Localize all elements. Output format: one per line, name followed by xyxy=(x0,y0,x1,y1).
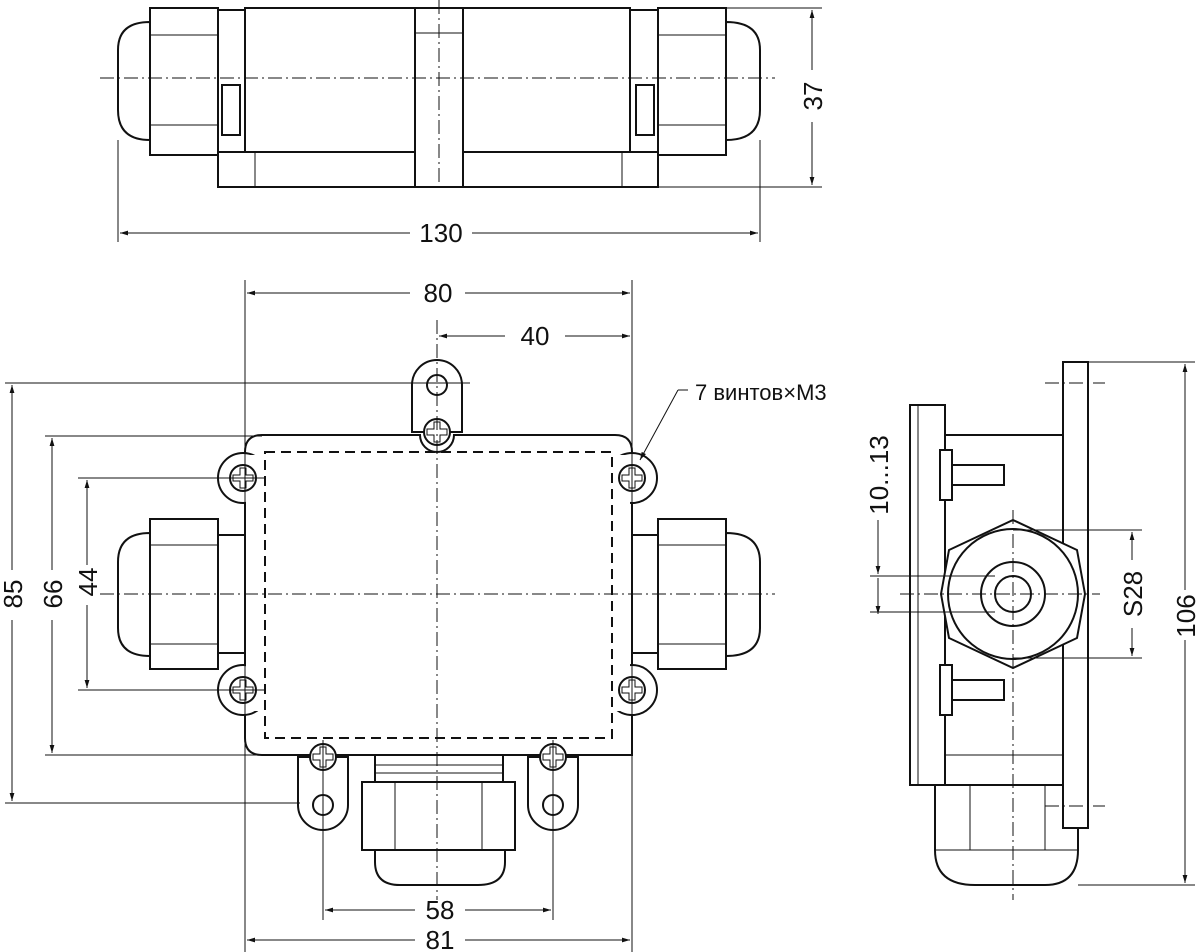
dim-40: 40 xyxy=(521,321,550,351)
screws-note: 7 винтов×M3 xyxy=(695,380,827,405)
top-view: 130 37 xyxy=(100,0,828,248)
front-view: 80 40 85 66 44 58 81 7 винтов×M3 xyxy=(0,278,827,952)
dim-37: 37 xyxy=(798,82,828,111)
dim-81: 81 xyxy=(426,925,455,952)
dim-80: 80 xyxy=(424,278,453,308)
dim-130: 130 xyxy=(419,218,462,248)
dim-44: 44 xyxy=(73,568,103,597)
dim-s28: S28 xyxy=(1118,571,1148,617)
side-view: 106 S28 10...13 xyxy=(864,361,1200,900)
dim-58: 58 xyxy=(426,895,455,925)
dim-106: 106 xyxy=(1171,594,1200,637)
dim-85: 85 xyxy=(0,580,28,609)
dim-10-13: 10...13 xyxy=(864,435,894,515)
dim-66: 66 xyxy=(38,580,68,609)
